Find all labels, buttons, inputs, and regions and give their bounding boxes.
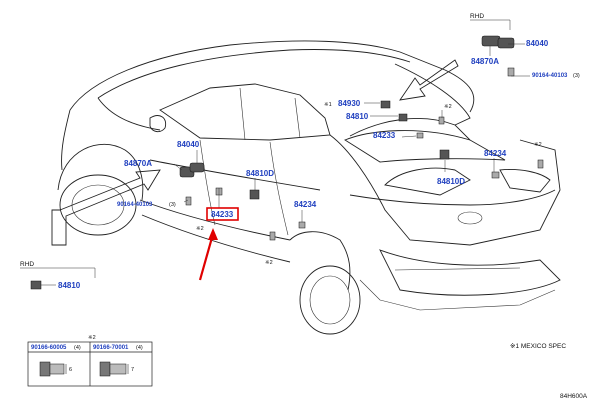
switch-84040-left [189, 162, 205, 173]
screw-90164-top [507, 67, 515, 77]
pn-84040-top: 84040 [526, 39, 549, 48]
mark-2-low: ※2 [265, 259, 273, 266]
pn-84234-mid: 84234 [294, 200, 317, 209]
pn-84810-rhd: 84810 [58, 281, 81, 290]
pn-84040-left: 84040 [177, 140, 200, 149]
diagram-code: 84H600A [560, 393, 588, 400]
view-arrows [51, 59, 459, 246]
legend-qty-2: (4) [136, 345, 143, 351]
switch-84930 [380, 100, 391, 109]
pn-90164-left: 90164-40103 [117, 202, 153, 208]
highlight-arrow [198, 228, 218, 281]
part-symbols [30, 35, 544, 290]
clip-84234-right [491, 171, 500, 179]
legend-pn-1: 90166-60005 [31, 345, 67, 351]
pn-84233-highlight: 84233 [211, 210, 234, 219]
pn-90164-top: 90164-40103 [532, 73, 568, 79]
screw-mid [269, 231, 276, 241]
switch-84810-rhd [30, 280, 42, 290]
screw-right [537, 159, 544, 169]
switch-84870a-top [481, 35, 501, 47]
mark-84930: ※1 [324, 101, 332, 108]
legend-qty-1: (4) [74, 345, 81, 351]
clip-icon-2 [99, 361, 129, 377]
footnote-mexico: ※1 MEXICO SPEC [510, 343, 566, 350]
rhd-label-top: RHD [470, 13, 484, 20]
mark-2-mid: ※2 [196, 225, 204, 232]
fastener-legend: ※2 90166-60005 (4) 90166-70001 (4) 6 7 [27, 334, 153, 387]
legend-dim-2: 7 [131, 367, 134, 373]
pn-84233-top: 84233 [373, 131, 396, 140]
leader-lines [20, 19, 530, 286]
pn-84810-top: 84810 [346, 112, 369, 121]
qty-90164-left: (3) [169, 202, 176, 208]
part-labels: RHD 84040 84870A 90164-40103 (3) ※1 8493… [20, 13, 580, 290]
legend-mark: ※2 [88, 334, 96, 341]
clip-84234-mid [298, 221, 306, 229]
switch-84040-top [497, 37, 515, 49]
clip-icon-1 [39, 361, 67, 377]
legend-pn-2: 90166-70001 [93, 345, 129, 351]
pn-84810d-right: 84810D [437, 177, 465, 186]
switch-84810d-right [439, 149, 450, 160]
qty-90164-top: (3) [573, 73, 580, 79]
mark-2-top: ※2 [444, 103, 452, 110]
pn-84810d-mid: 84810D [246, 169, 274, 178]
pn-84930: 84930 [338, 99, 361, 108]
mark-2-right: ※2 [534, 141, 542, 148]
clip-84233-top [438, 116, 445, 125]
pn-84870a-top: 84870A [471, 57, 499, 66]
vehicle-outline [57, 40, 561, 335]
pn-84870a-left: 84870A [124, 159, 152, 168]
switch-84810d-mid [249, 189, 260, 200]
switch-84810-top [398, 113, 408, 122]
rhd-label-left: RHD [20, 261, 34, 268]
pn-84234-right: 84234 [484, 149, 507, 158]
legend-dim-1: 6 [69, 367, 72, 373]
screw-90164-left [185, 196, 192, 206]
clip-84233-top-b [416, 132, 424, 139]
highlight-box [206, 207, 239, 221]
